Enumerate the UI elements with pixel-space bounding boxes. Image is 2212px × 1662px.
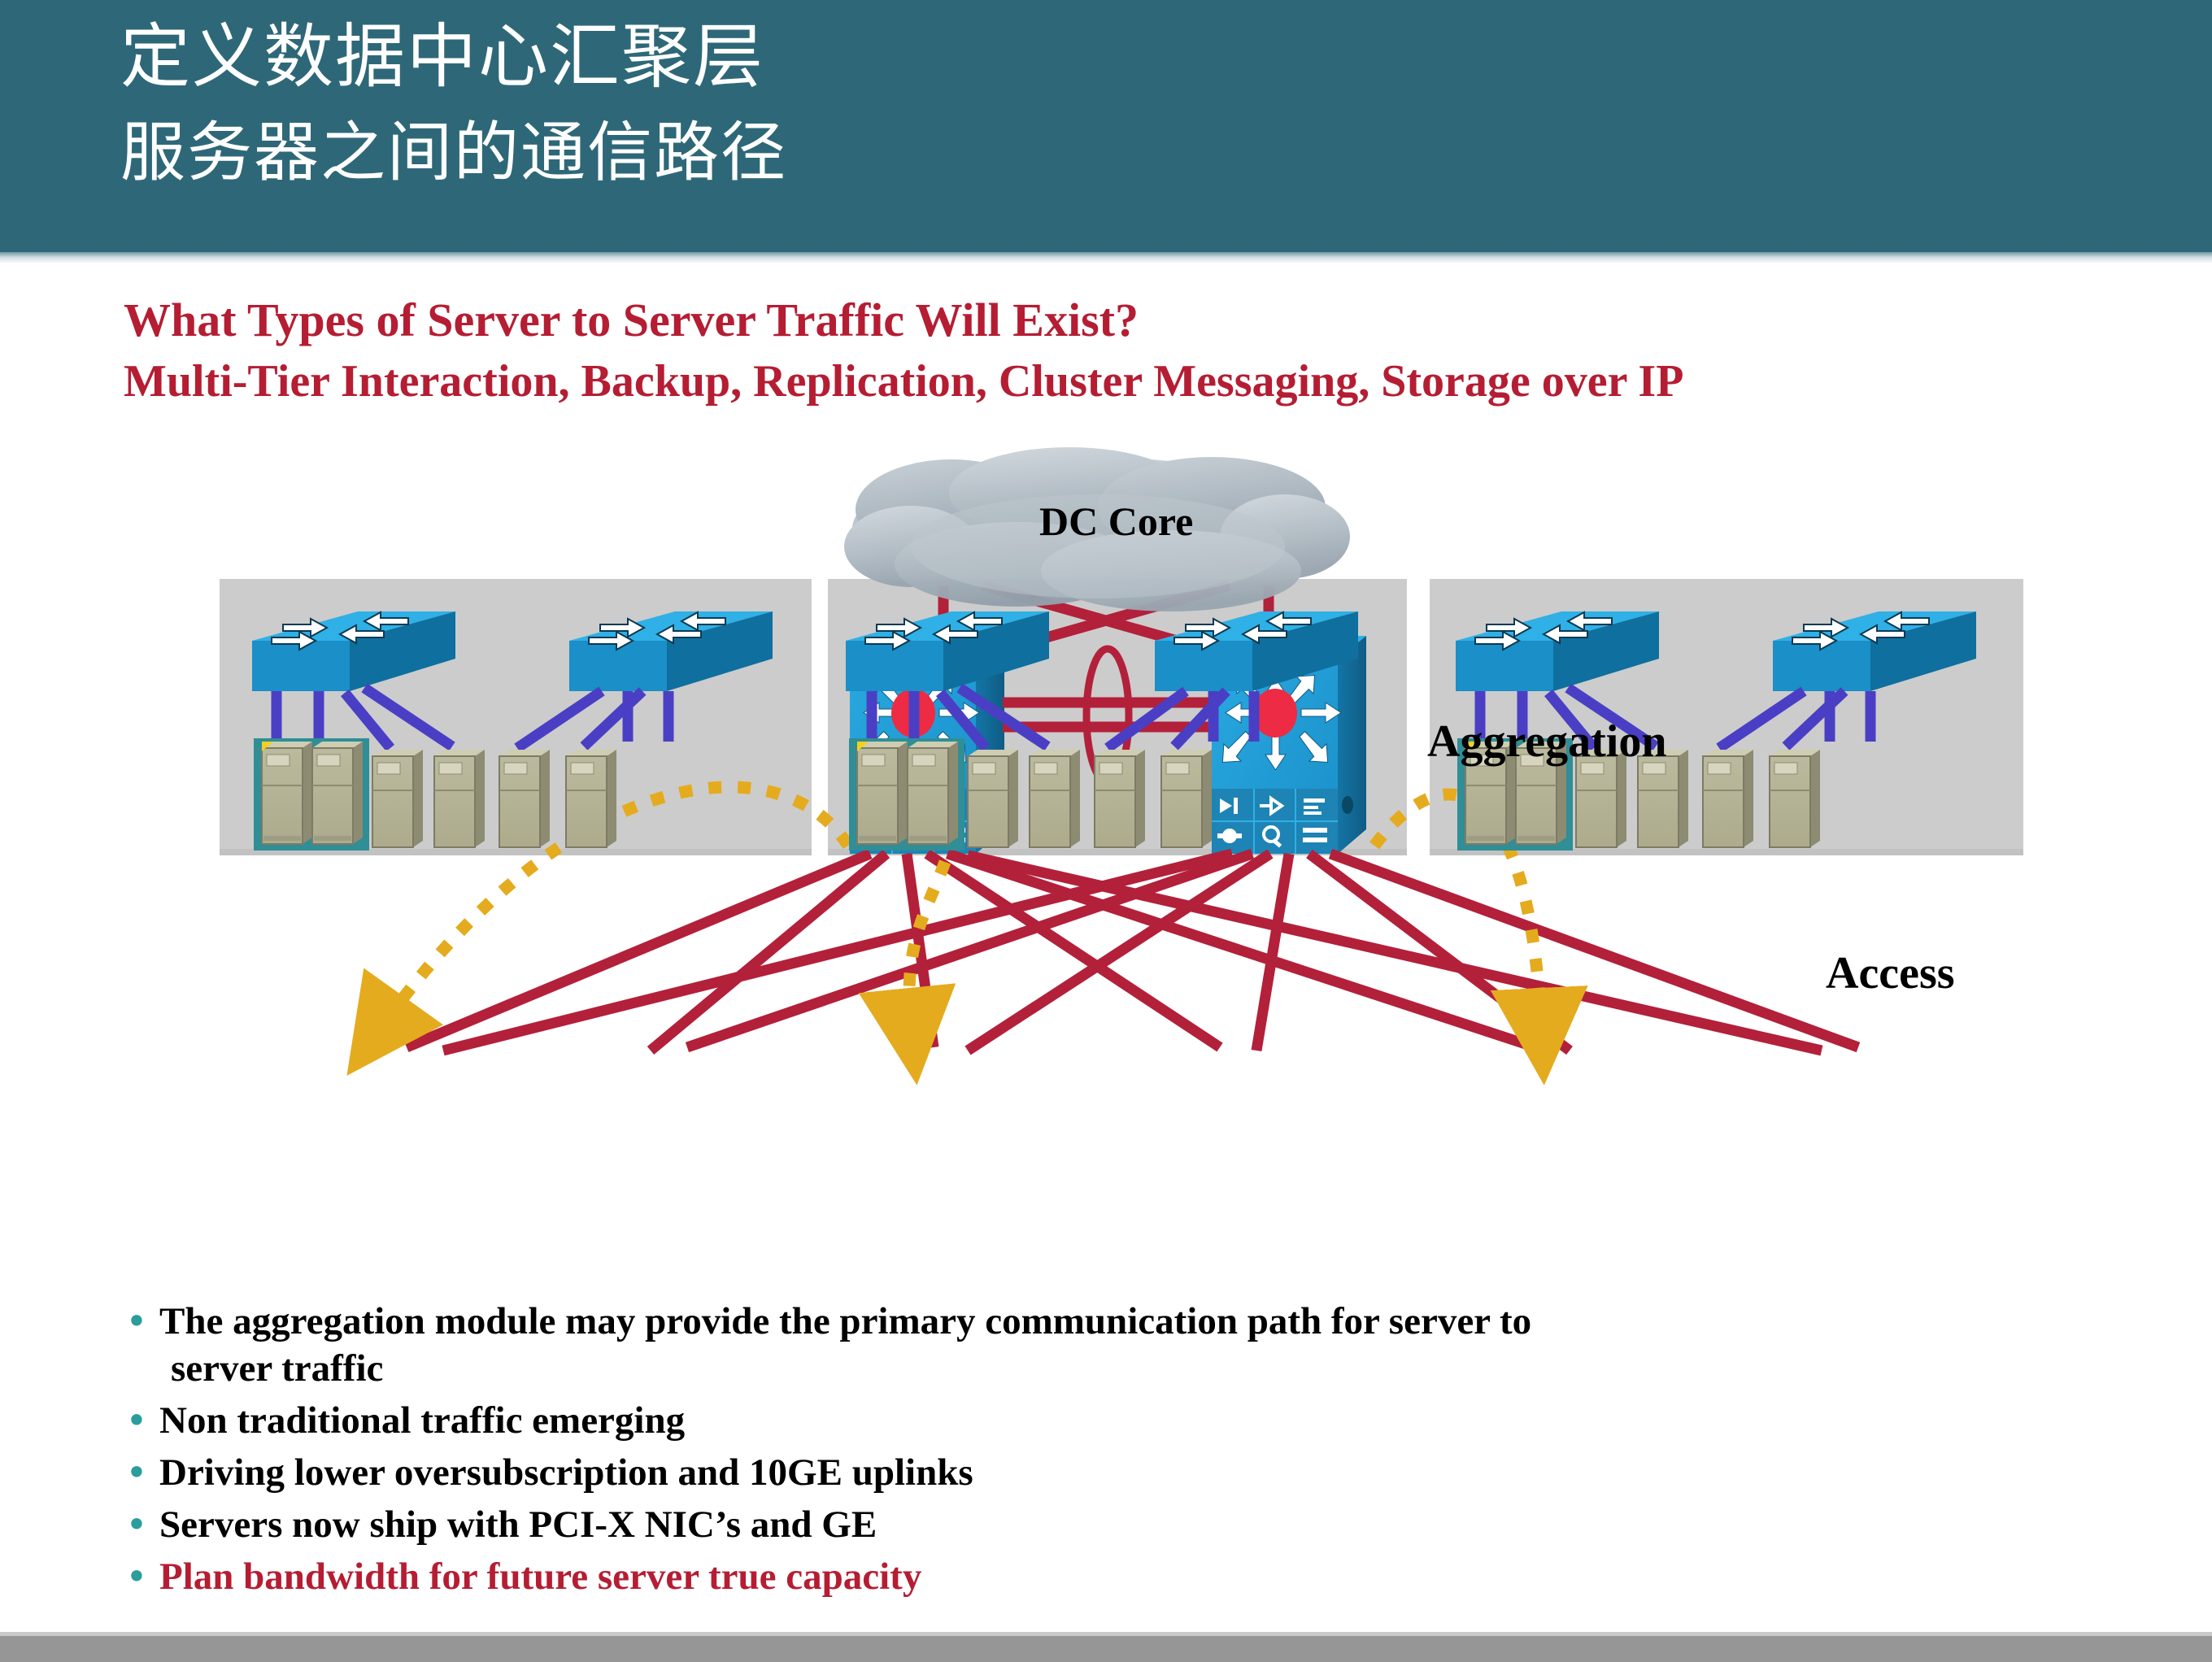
list-item: • Non traditional traffic emerging bbox=[114, 1397, 2212, 1444]
aggregation-access-links bbox=[404, 848, 1861, 1056]
bullet-text: The aggregation module may provide the p… bbox=[159, 1298, 1531, 1392]
access-switch bbox=[1773, 611, 1976, 691]
footer-divider bbox=[0, 1632, 2212, 1636]
server-nic-links bbox=[271, 683, 1876, 753]
page-subtitle: 服务器之间的通信路径 bbox=[120, 115, 787, 190]
server-racks bbox=[261, 742, 1820, 848]
list-item: • Plan bandwidth for future server true … bbox=[114, 1553, 2212, 1600]
bullet-text-line2: server traffic bbox=[171, 1347, 384, 1390]
traffic-types-heading: Multi-Tier Interaction, Backup, Replicat… bbox=[124, 356, 1684, 407]
bullet-marker-icon: • bbox=[125, 1503, 148, 1547]
bullet-marker-icon: • bbox=[125, 1399, 148, 1442]
bullet-list: • The aggregation module may provide the… bbox=[0, 1298, 2212, 1605]
bullet-marker-icon: • bbox=[125, 1451, 148, 1494]
bullet-text-line1: The aggregation module may provide the p… bbox=[159, 1300, 1532, 1342]
slide-footer-band bbox=[0, 1636, 2212, 1662]
access-switch bbox=[1155, 611, 1358, 691]
dc-core-label: DC Core bbox=[1039, 498, 1194, 544]
list-item: • The aggregation module may provide the… bbox=[114, 1298, 2212, 1392]
bullet-marker-icon: • bbox=[125, 1555, 148, 1599]
list-item: • Driving lower oversubscription and 10G… bbox=[114, 1449, 2212, 1496]
list-item: • Servers now ship with PCI-X NIC’s and … bbox=[114, 1501, 2212, 1548]
header-sheen-divider bbox=[0, 252, 2212, 263]
access-switch bbox=[1456, 611, 1659, 691]
bullet-text: Driving lower oversubscription and 10GE … bbox=[159, 1451, 973, 1494]
bullet-text: Plan bandwidth for future server true ca… bbox=[159, 1555, 922, 1598]
dc-core-cloud bbox=[844, 447, 1350, 611]
page-title: 定义数据中心汇聚层 bbox=[120, 16, 764, 98]
slide-header-band bbox=[0, 0, 2212, 252]
question-heading: What Types of Server to Server Traffic W… bbox=[124, 294, 1139, 346]
aggregation-layer-label: Aggregation bbox=[1427, 716, 1667, 767]
access-switch bbox=[252, 611, 455, 691]
bullet-text: Non traditional traffic emerging bbox=[159, 1399, 686, 1442]
bullet-text: Servers now ship with PCI-X NIC’s and GE bbox=[159, 1503, 877, 1546]
network-topology-diagram bbox=[0, 423, 2212, 1309]
bullet-marker-icon: • bbox=[125, 1299, 148, 1343]
access-switch bbox=[569, 611, 773, 691]
access-layer-label: Access bbox=[1826, 948, 1955, 999]
access-switch bbox=[846, 611, 1049, 691]
